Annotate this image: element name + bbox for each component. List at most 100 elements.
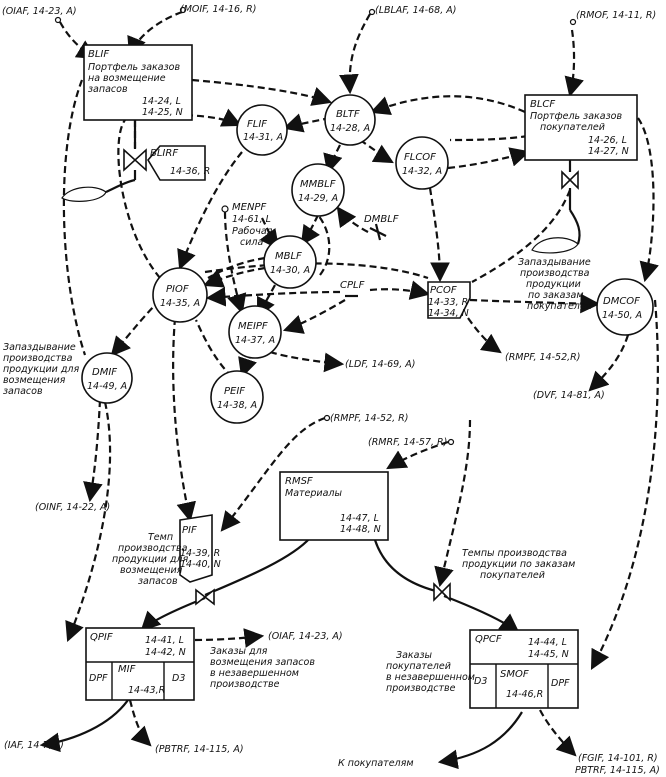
bltf-eq: 14-28, A: [330, 123, 370, 134]
rmsf-eq-1: 14-47, L: [340, 513, 379, 524]
ref-lblaf: (LBLAF, 14-68, A): [375, 5, 456, 16]
annotation-delay-customer: Запаздывание производства продукции по з…: [518, 257, 592, 312]
svg-text:продукции для: продукции для: [3, 364, 79, 375]
qpcf-smof: SMOF: [500, 669, 529, 680]
ref-pbtrf-right: PBTRF, 14-115, A): [575, 765, 660, 776]
piof-name: PIOF: [166, 284, 189, 295]
svg-text:запасов: запасов: [138, 576, 178, 587]
ref-rmof: (RMOF, 14-11, R): [576, 10, 656, 21]
svg-text:возмещения: возмещения: [120, 565, 183, 576]
svg-text:производства: производства: [520, 268, 590, 279]
aux-peif: PEIF 14-38, A: [210, 370, 264, 424]
blcf-eq-2: 14-27, N: [588, 146, 629, 157]
svg-text:производстве: производстве: [210, 679, 280, 690]
ref-moif: (MOIF, 14-16, R): [180, 4, 256, 15]
annotation-tempo-customer: Темпы производства продукции по заказам …: [462, 548, 575, 581]
stock-qpcf: QPCF 14-44, L 14-45, N D3 SMOF 14-46,R D…: [469, 629, 579, 709]
svg-text:производстве: производстве: [386, 683, 456, 694]
qpcf-d3: D3: [474, 676, 487, 687]
svg-text:Запаздывание: Запаздывание: [3, 342, 76, 353]
svg-text:Темпы производства: Темпы производства: [462, 548, 567, 559]
mblf-eq: 14-30, A: [270, 265, 310, 276]
blif-eq-1: 14-24, L: [142, 96, 181, 107]
stock-blcf: BLCF Портфель заказов покупателей 14-26,…: [524, 94, 638, 161]
ref-rmpf-right: (RMPF, 14-52,R): [505, 352, 580, 363]
material-flows: [39, 120, 572, 770]
piof-eq: 14-35, A: [160, 298, 200, 309]
aux-dmif: DMIF 14-49, A: [81, 352, 133, 404]
aux-mmblf: MMBLF 14-29, A: [291, 163, 345, 217]
annotation-delay-inventory: Запаздывание производства продукции для …: [3, 342, 79, 397]
blirf-name: BLIRF: [150, 148, 178, 159]
blirf-eq: 14-36, R: [170, 166, 210, 177]
bltf-name: BLTF: [336, 109, 360, 120]
qpcf-eq-1: 14-44, L: [528, 637, 567, 648]
qpif-eq-2: 14-42, N: [145, 647, 186, 658]
aux-flcof: FLCOF 14-32, A: [395, 136, 449, 190]
valve-pif-flow: [195, 588, 215, 606]
blcf-desc-2: покупателей: [540, 122, 605, 133]
aux-meipf: MEIPF 14-37, A: [228, 305, 282, 359]
aux-bltf: BLTF 14-28, A: [324, 94, 376, 146]
rmsf-desc-1: Материалы: [285, 488, 342, 499]
svg-text:в незавершенном: в незавершенном: [386, 672, 475, 683]
pcof-eq-2: 14-34, N: [428, 308, 469, 319]
rate-pif: PIF 14-39, R 14-40, N: [179, 514, 221, 583]
annotation-tempo-inventory: Темп производства продукции для возмещен…: [112, 532, 188, 587]
blcf-name: BLCF: [530, 99, 555, 110]
mblf-name: MBLF: [275, 251, 302, 262]
annotation-wip-inventory: Заказы для возмещения запасов в незаверш…: [210, 646, 315, 690]
ref-pbtrf-left: (PBTRF, 14-115, A): [155, 744, 244, 755]
qpif-d3: D3: [172, 673, 185, 684]
constant-cplf: CPLF: [340, 280, 365, 298]
annotation-to-customers: К покупателям: [338, 758, 414, 769]
blcf-desc-1: Портфель заказов: [530, 111, 622, 122]
blif-eq-2: 14-25, N: [142, 107, 183, 118]
cloud-source-right: [531, 209, 581, 254]
peif-eq: 14-38, A: [217, 400, 257, 411]
svg-text:возмещения запасов: возмещения запасов: [210, 657, 315, 668]
rmsf-name: RMSF: [285, 476, 313, 487]
pcof-eq-1: 14-33, R: [428, 297, 468, 308]
menpf-name: MENPF: [232, 202, 266, 213]
valve-blcf: [561, 170, 579, 190]
menpf-desc-2: сила: [240, 237, 263, 248]
menpf-desc-1: Рабочая: [232, 226, 273, 237]
qpif-dpf: DPF: [89, 673, 108, 684]
dmcof-eq: 14-50, A: [602, 310, 642, 321]
aux-mblf: MBLF 14-30, A: [263, 235, 317, 289]
valve-customer-flow: [433, 582, 451, 602]
meipf-eq: 14-37, A: [235, 335, 275, 346]
ref-rmpf-mid: (RMPF, 14-52, R): [330, 413, 408, 424]
menpf-eq: 14-61, L: [232, 214, 271, 225]
rate-blirf: BLIRF 14-36, R: [147, 145, 210, 181]
qpif-mif: MIF: [118, 664, 136, 675]
ref-dvf: (DVF, 14-81, A): [533, 390, 605, 401]
qpif-mif-eq: 14-43,R: [128, 685, 165, 696]
information-links: [59, 10, 659, 757]
constant-dmblf: DMBLF: [364, 214, 399, 225]
qpcf-dpf: DPF: [551, 678, 570, 689]
meipf-name: MEIPF: [238, 321, 268, 332]
blif-desc-3: запасов: [88, 84, 128, 95]
ref-rmrf: (RMRF, 14-57, R): [368, 437, 447, 448]
svg-text:Заказы: Заказы: [396, 650, 433, 661]
svg-text:Темп: Темп: [148, 532, 173, 543]
svg-text:производства: производства: [118, 543, 188, 554]
ref-oiaf-bottom: (OIAF, 14-23, A): [268, 631, 343, 642]
cloud-source-left: [61, 178, 136, 202]
valve-dmblf: [369, 223, 387, 241]
svg-text:запасов: запасов: [3, 386, 43, 397]
stock-blif: BLIF Портфель заказов на возмещение запа…: [83, 44, 193, 121]
flcof-name: FLCOF: [404, 152, 436, 163]
svg-text:Заказы для: Заказы для: [210, 646, 268, 657]
mmblf-name: MMBLF: [300, 179, 336, 190]
pcof-name: PCOF: [430, 285, 457, 296]
svg-text:производства: производства: [3, 353, 73, 364]
qpcf-eq-2: 14-45, N: [528, 649, 569, 660]
mmblf-eq: 14-29, A: [298, 193, 338, 204]
flif-eq: 14-31, A: [243, 132, 283, 143]
aux-flif: FLIF 14-31, A: [236, 104, 288, 156]
blif-desc-2: на возмещение: [88, 73, 166, 84]
